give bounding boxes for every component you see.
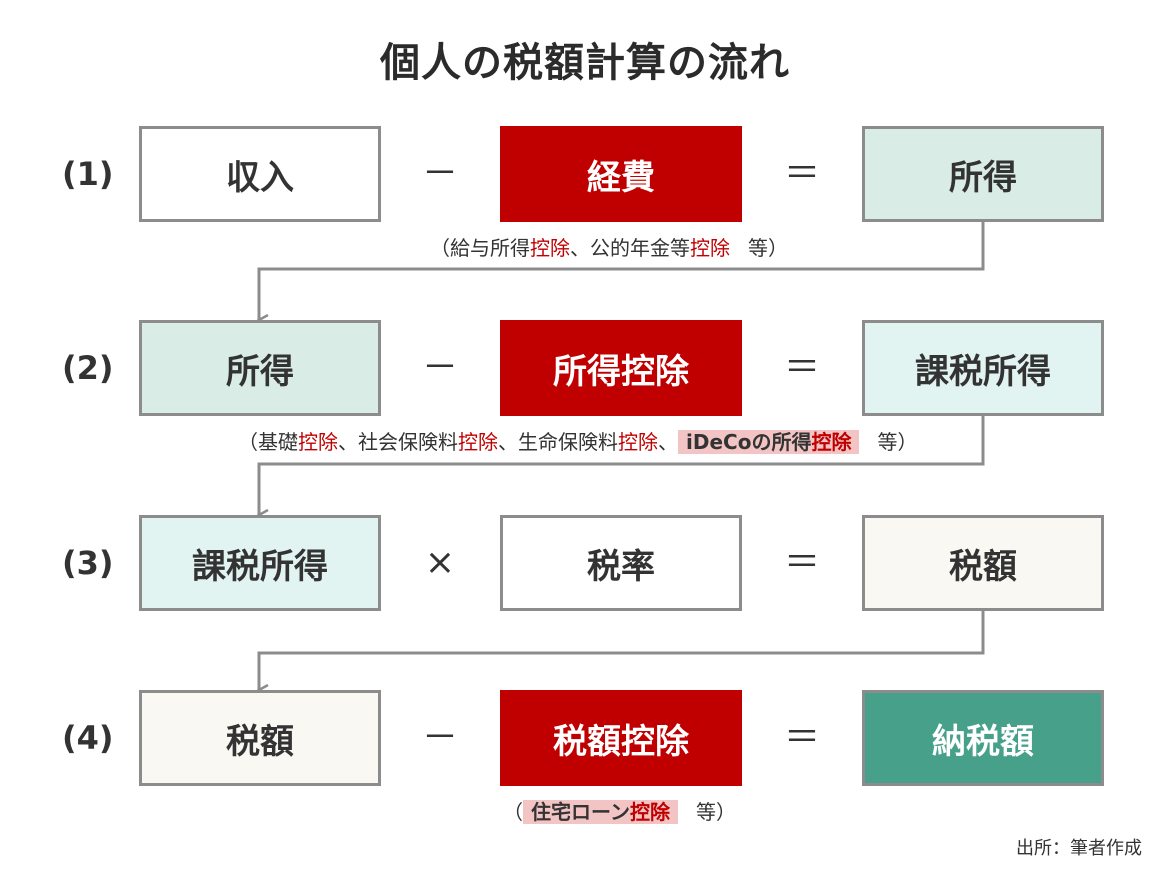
operator-minus: － [421, 153, 458, 194]
box-income-deduction: 所得控除 [500, 320, 742, 416]
operator-minus: － [421, 347, 458, 388]
operator-equals: ＝ [783, 153, 820, 194]
box-income-2: 所得 [139, 320, 381, 416]
box-taxable-income: 課税所得 [862, 320, 1104, 416]
row-label-3: (3) [62, 544, 114, 582]
operator-equals: ＝ [783, 717, 820, 758]
box-tax-amount: 税額 [862, 515, 1104, 611]
box-tax-payable: 納税額 [862, 690, 1104, 786]
operator-equals: ＝ [783, 347, 820, 388]
box-tax-rate: 税率 [500, 515, 742, 611]
note-row-1: （給与所得控除、公的年金等控除等） [430, 236, 788, 260]
housing-loan-highlight: 住宅ローン控除 [523, 800, 678, 824]
box-expenses: 経費 [500, 126, 742, 222]
note-row-2: （基礎控除、社会保険料控除、生命保険料控除、iDeCoの所得控除等） [238, 430, 918, 454]
operator-equals: ＝ [783, 542, 820, 583]
source-note: 出所：筆者作成 [1016, 838, 1142, 859]
box-tax-credit: 税額控除 [500, 690, 742, 786]
row-label-4: (4) [62, 719, 114, 757]
box-taxable-income-2: 課税所得 [139, 515, 381, 611]
box-income-result: 所得 [862, 126, 1104, 222]
page-title: 個人の税額計算の流れ [380, 40, 790, 86]
operator-times: × [424, 542, 456, 583]
box-tax-amount-2: 税額 [139, 690, 381, 786]
connector-3-to-4 [259, 611, 985, 690]
connector-1-to-2 [259, 222, 985, 320]
ideco-highlight: iDeCoの所得控除 [678, 430, 860, 454]
box-income: 収入 [139, 126, 381, 222]
operator-minus: － [421, 717, 458, 758]
row-label-2: (2) [62, 349, 114, 387]
row-label-1: (1) [62, 155, 114, 193]
connector-2-to-3 [259, 416, 985, 515]
note-row-4: （住宅ローン控除等） [503, 800, 736, 824]
